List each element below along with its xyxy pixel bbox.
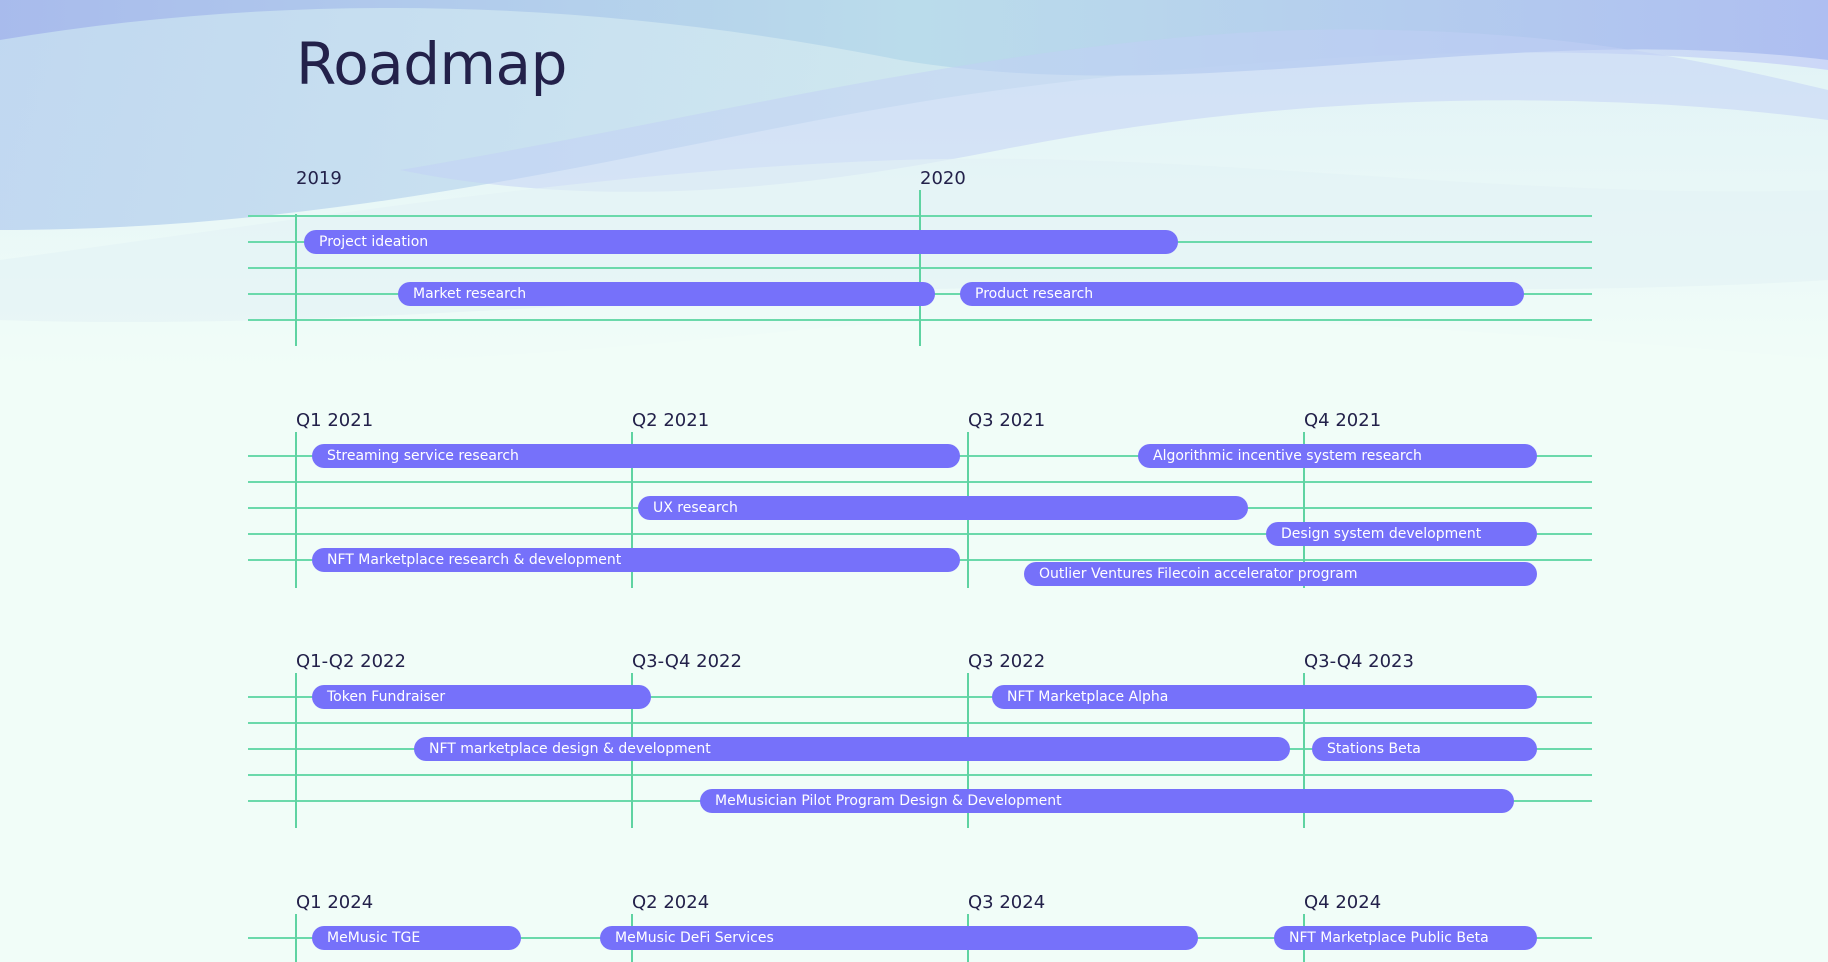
period-divider-line [631, 432, 633, 588]
period-label: Q2 2021 [632, 410, 710, 431]
period-label: Q4 2024 [1304, 892, 1382, 913]
roadmap-item-bar: NFT Marketplace Public Beta [1274, 926, 1537, 950]
grid-row-line [248, 774, 1592, 776]
period-label: Q1 2021 [296, 410, 374, 431]
period-label: Q1-Q2 2022 [296, 651, 406, 672]
period-label: Q2 2024 [632, 892, 710, 913]
period-divider-line [295, 914, 297, 962]
roadmap-item-bar: MeMusic TGE [312, 926, 521, 950]
roadmap-item-bar: MeMusician Pilot Program Design & Develo… [700, 789, 1514, 813]
roadmap-item-bar: Stations Beta [1312, 737, 1537, 761]
roadmap-item-bar: NFT Marketplace research & development [312, 548, 960, 572]
period-divider-line [295, 673, 297, 828]
roadmap-item-bar: Streaming service research [312, 444, 960, 468]
grid-row-line [248, 722, 1592, 724]
roadmap-item-bar: UX research [638, 496, 1248, 520]
roadmap-item-bar: NFT Marketplace Alpha [992, 685, 1537, 709]
roadmap-item-bar: Product research [960, 282, 1524, 306]
period-label: Q3 2021 [968, 410, 1046, 431]
roadmap-item-bar: Algorithmic incentive system research [1138, 444, 1537, 468]
page-title: Roadmap [296, 30, 567, 98]
roadmap-item-bar: Market research [398, 282, 935, 306]
period-label: Q3 2022 [968, 651, 1046, 672]
grid-row-line [248, 481, 1592, 483]
period-label: 2019 [296, 168, 342, 189]
roadmap-item-bar: Token Fundraiser [312, 685, 651, 709]
period-label: Q3-Q4 2023 [1304, 651, 1414, 672]
period-label: Q3 2024 [968, 892, 1046, 913]
period-divider-line [295, 214, 297, 346]
roadmap-item-bar: Outlier Ventures Filecoin accelerator pr… [1024, 562, 1537, 586]
period-label: Q3-Q4 2022 [632, 651, 742, 672]
period-label: Q1 2024 [296, 892, 374, 913]
roadmap-item-bar: MeMusic DeFi Services [600, 926, 1198, 950]
roadmap-item-bar: NFT marketplace design & development [414, 737, 1290, 761]
grid-row-line [248, 696, 1592, 698]
roadmap-item-bar: Project ideation [304, 230, 1178, 254]
period-divider-line [1303, 432, 1305, 588]
grid-row-line [248, 533, 1592, 535]
period-label: Q4 2021 [1304, 410, 1382, 431]
period-divider-line [295, 432, 297, 588]
period-divider-line [1303, 673, 1305, 828]
roadmap-item-bar: Design system development [1266, 522, 1537, 546]
period-label: 2020 [920, 168, 966, 189]
period-divider-line [919, 190, 921, 346]
